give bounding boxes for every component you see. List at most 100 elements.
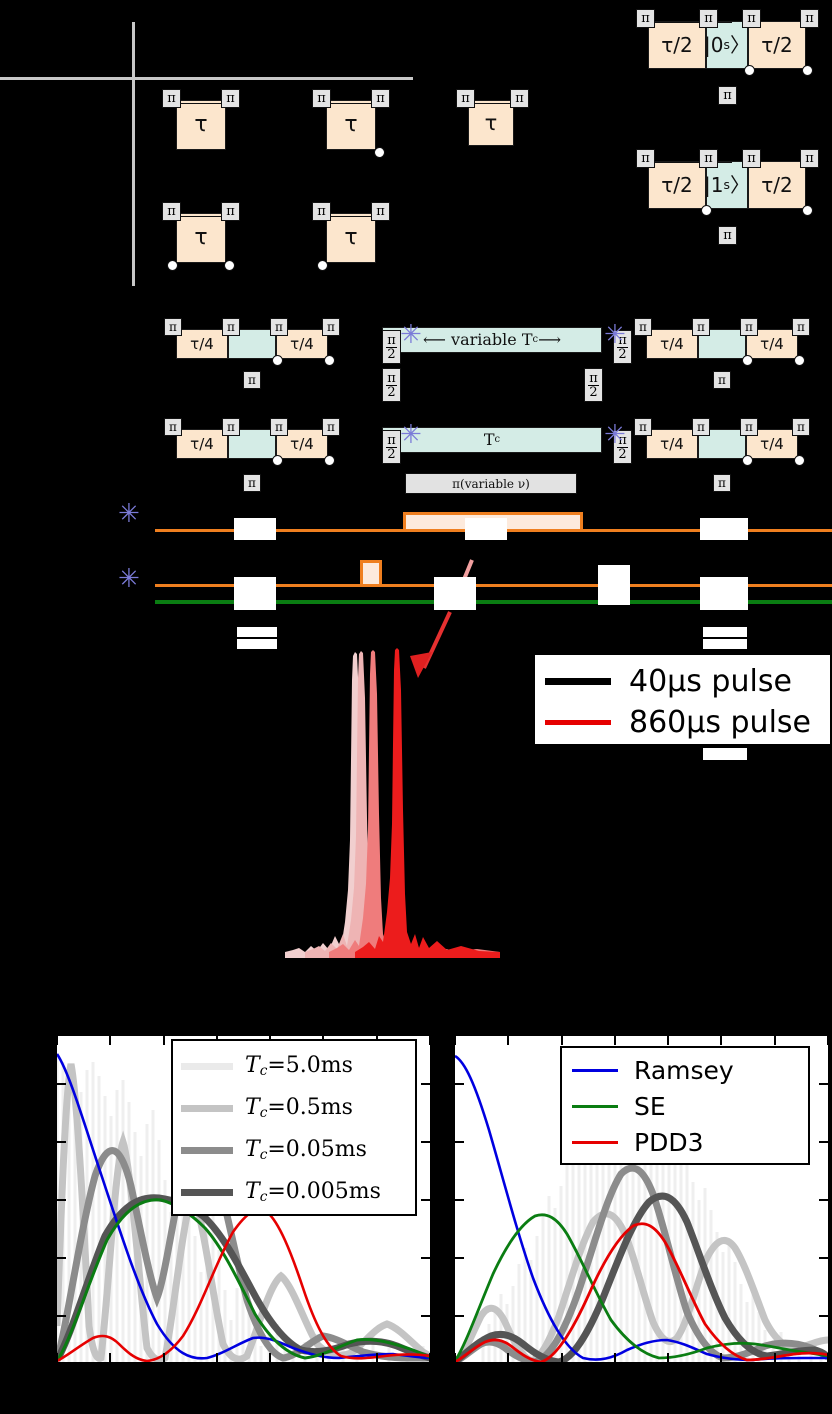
star-marker-icon: ✳ [400,320,422,350]
variable-tc-arrow-left: ⟵ variable T [423,330,533,349]
ket1-label: |1 [704,173,724,197]
pi-pulse-icon: π [740,418,758,436]
legend-label: PDD3 [634,1127,704,1157]
legend-swatch-860us [545,720,611,725]
sequence-endpoint-dot [272,355,283,366]
legend-label: Tc=0.05ms [245,1137,367,1163]
trace-annotation-box [237,627,277,637]
pi-pulse-icon: π [692,318,710,336]
gate-tau: τ [176,213,226,263]
axis-ticks [455,1036,828,1362]
star-marker-icon: ✳ [604,320,626,350]
trace-label-box [234,577,276,610]
sequence-endpoint-dot [272,455,283,466]
pi-pulse-icon: π [270,418,288,436]
legend-symbol-sub: c [259,1147,268,1163]
pi-pulse-icon: π [222,418,240,436]
pi-over-two-icon: π 2 [613,430,632,464]
variable-tc-arrow-right: ⟶ [538,330,561,349]
legend-symbol-sub: c [259,1189,268,1205]
pi-over-two-denominator: 2 [618,346,627,362]
ket0-subscript: s [723,36,730,52]
legend-item: Tc=0.005ms [181,1171,407,1213]
pi-pulse-icon: π [742,9,761,28]
sequence-endpoint-dot [317,260,328,271]
gate-tau-quarter: τ/4 [646,429,698,459]
gate-tau-quarter: τ/4 [746,329,798,359]
trace-label-box [700,518,748,540]
legend-symbol: T [245,1179,260,1204]
pi-pulse-below-icon: π [243,371,261,389]
legend-label: 860μs pulse [629,705,811,740]
trace-annotation-box [703,748,747,760]
sequence-endpoint-dot [167,260,178,271]
sequence-endpoint-dot [744,65,755,76]
pi-pulse-icon: π [510,89,529,108]
pi-pulse-icon: π [792,318,810,336]
legend-item: Ramsey [572,1052,798,1088]
variable-tc-subscript: c [532,334,539,346]
legend-label: 40μs pulse [629,664,792,699]
sequence-endpoint-dot [224,260,235,271]
filter-function-left-legend: Tc=5.0ms Tc=0.5ms Tc=0.05ms Tc=0.005ms [171,1039,417,1216]
header-divider-horizontal [0,77,413,80]
pi-pulse-icon: π [371,202,390,221]
legend-item: Tc=5.0ms [181,1045,407,1087]
pi-over-two-numerator: π [386,432,397,448]
sequence-endpoint-dot [324,355,335,366]
series-se [57,1198,430,1362]
trace-label-box [700,577,748,610]
legend-item: Tc=0.5ms [181,1087,407,1129]
pi-pulse-icon: π [221,202,240,221]
spectrum-legend: 40μs pulse 860μs pulse [533,653,832,746]
pi-pulse-icon: π [456,89,475,108]
pi-over-two-icon: π 2 [382,368,401,402]
trace-annotation-box [237,639,277,649]
pi-pulse-icon: π [164,418,182,436]
pi-pulse-below-icon: π [718,86,737,105]
gate-idle [228,429,276,459]
legend-swatch-tc-5ms [181,1062,233,1070]
pi-pulse-icon: π [699,149,718,168]
legend-value: 5.0ms [285,1053,353,1078]
ket1-bracket: 〉 [729,173,750,197]
star-marker-icon: ✳ [604,420,626,450]
series-tc-0p5ms [57,1063,430,1362]
sequence-endpoint-dot [742,355,753,366]
gate-tau: τ [176,100,226,150]
pi-pulse-icon: π [222,318,240,336]
pi-pulse-icon: π [322,318,340,336]
pulse-lower-narrow [360,560,382,587]
pi-over-two-denominator: 2 [387,346,396,362]
legend-symbol: T [245,1137,260,1162]
series-se [455,1213,828,1362]
star-marker-icon: ✳ [400,420,422,450]
sequence-endpoint-dot [802,65,813,76]
pi-pulse-icon: π [162,202,181,221]
ket0-label: |0 [704,33,724,57]
pulse-green-backdrop [598,565,630,605]
gate-tau: τ [326,100,376,150]
gate-tau: τ [468,100,514,146]
legend-item: PDD3 [572,1124,798,1160]
legend-equals: = [267,1053,286,1078]
trace-label-box [434,577,476,610]
pulse-spectra-plot [285,648,500,958]
pi-pulse-icon: π [692,418,710,436]
pi-over-two-numerator: π [617,332,628,348]
legend-symbol: T [245,1053,260,1078]
legend-symbol-sub: c [259,1105,268,1121]
pi-pulse-below-icon: π [713,474,731,492]
legend-item: 860μs pulse [545,702,820,743]
legend-swatch-40us [545,678,611,685]
pi-pulse-icon: π [792,418,810,436]
filter-function-left-svg [57,1036,430,1362]
legend-item: Tc=0.05ms [181,1129,407,1171]
pi-pulse-icon: π [699,9,718,28]
gate-tau-quarter: τ/4 [276,429,328,459]
legend-swatch-pdd3 [572,1140,618,1144]
legend-swatch-tc-0p005ms [181,1188,233,1196]
